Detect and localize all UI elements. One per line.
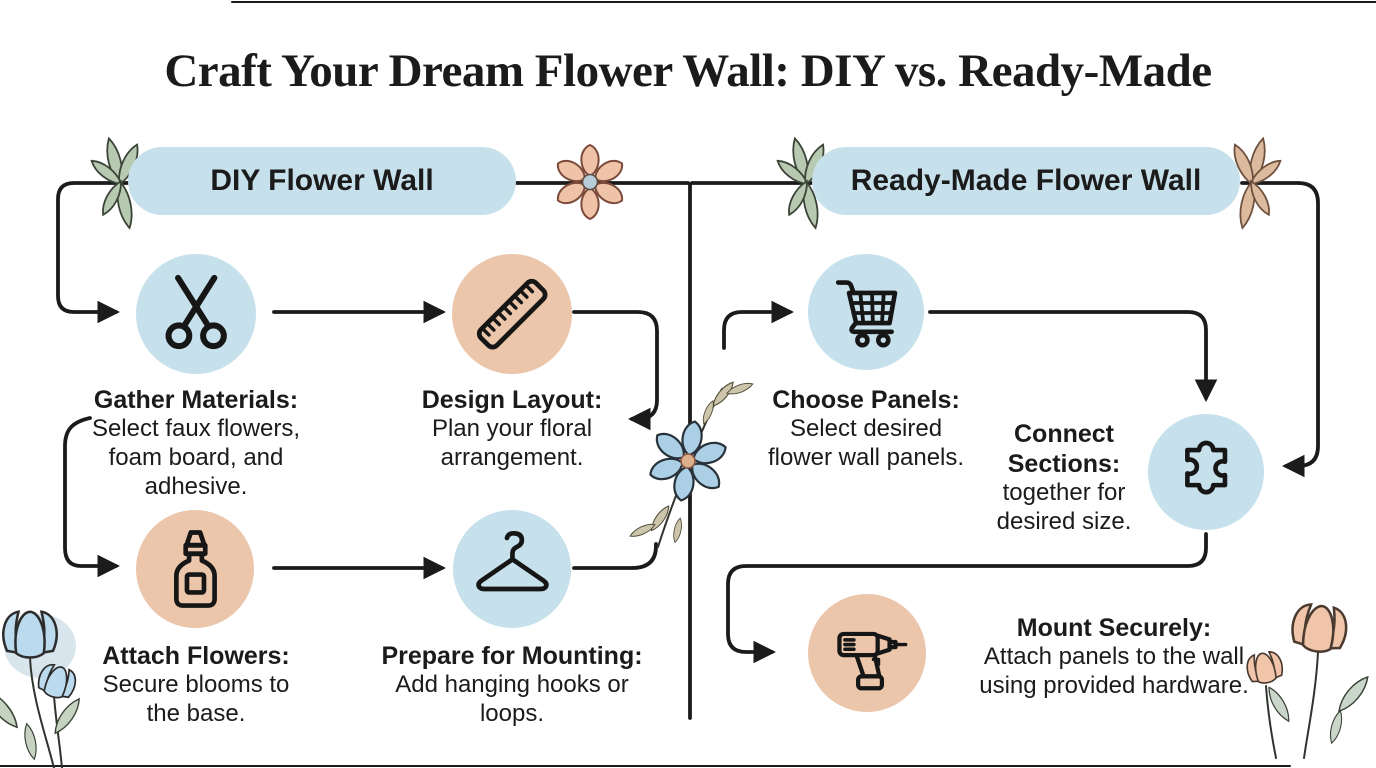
step-circle-mount-securely (808, 594, 926, 712)
step-text-gather-materials: Gather Materials: Select faux flowers, f… (76, 385, 316, 501)
leaf-cluster-icon (776, 136, 825, 230)
daisy-flower-with-stem-icon (629, 381, 754, 548)
step-circle-choose-panels (808, 254, 924, 370)
arrow-text-to-attach (63, 416, 121, 578)
diy-header-label: DIY Flower Wall (210, 164, 434, 197)
step-description: Select desired flower wall panels. (767, 415, 965, 471)
blue-flowers-bouquet-icon (0, 610, 80, 768)
step-title: Connect Sections: (1007, 420, 1121, 478)
step-circle-prepare-mounting (453, 510, 571, 628)
arrow-design-loopback (572, 310, 659, 431)
step-title: Mount Securely: (1016, 614, 1212, 642)
step-circle-connect-sections (1148, 414, 1264, 530)
puzzle-piece-icon (1185, 440, 1228, 495)
peach-flowers-bouquet-icon (1246, 603, 1369, 759)
step-description: Plan your floral arrangement. (431, 415, 593, 471)
step-title: Choose Panels: (772, 386, 960, 414)
leaf-cluster-icon (1233, 136, 1282, 230)
step-text-attach-flowers: Attach Flowers: Secure blooms to the bas… (86, 641, 306, 729)
step-text-connect-sections: Connect Sections: together for desired s… (988, 419, 1140, 537)
step-circle-gather-materials (136, 254, 256, 374)
daisy-flower-icon (556, 143, 624, 221)
shopping-cart-icon (836, 280, 898, 348)
scissors-icon (165, 274, 227, 349)
ruler-icon (476, 278, 548, 350)
step-description: Secure blooms to the base. (102, 671, 290, 727)
step-circle-design-layout (452, 254, 572, 374)
step-description: together for desired size. (996, 479, 1132, 535)
arrow-choose-to-connect (928, 310, 1218, 403)
step-title: Attach Flowers: (102, 642, 290, 670)
step-description: Select faux flowers, foam board, and adh… (91, 415, 301, 500)
arrow-header-to-connect (1240, 181, 1320, 478)
step-circle-attach-flowers (136, 510, 254, 628)
step-description: Attach panels to the wall using provided… (979, 643, 1249, 699)
arrow-stub-to-choose (722, 300, 795, 350)
ready-made-header-label: Ready-Made Flower Wall (850, 164, 1202, 197)
step-title: Prepare for Mounting: (381, 642, 643, 670)
leaf-cluster-icon (90, 136, 139, 230)
drill-icon (836, 631, 907, 690)
step-text-prepare-mounting: Prepare for Mounting: Add hanging hooks … (376, 641, 648, 729)
step-text-design-layout: Design Layout: Plan your floral arrangem… (398, 385, 626, 473)
diy-column-header: DIY Flower Wall (128, 147, 516, 215)
line-prepare-tail (572, 542, 658, 570)
page-title: Craft Your Dream Flower Wall: DIY vs. Re… (164, 45, 1212, 97)
step-text-choose-panels: Choose Panels: Select desired flower wal… (762, 385, 970, 473)
hanger-icon (475, 530, 549, 591)
ready-made-column-header: Ready-Made Flower Wall (812, 147, 1240, 215)
step-title: Gather Materials: (93, 386, 299, 414)
step-text-mount-securely: Mount Securely: Attach panels to the wal… (958, 613, 1270, 701)
step-description: Add hanging hooks or loops. (395, 671, 629, 727)
arrow-header-to-gather (56, 181, 132, 324)
arrow-connect-to-mount (726, 532, 1208, 664)
glue-bottle-icon (173, 529, 217, 608)
step-title: Design Layout: (421, 386, 603, 414)
